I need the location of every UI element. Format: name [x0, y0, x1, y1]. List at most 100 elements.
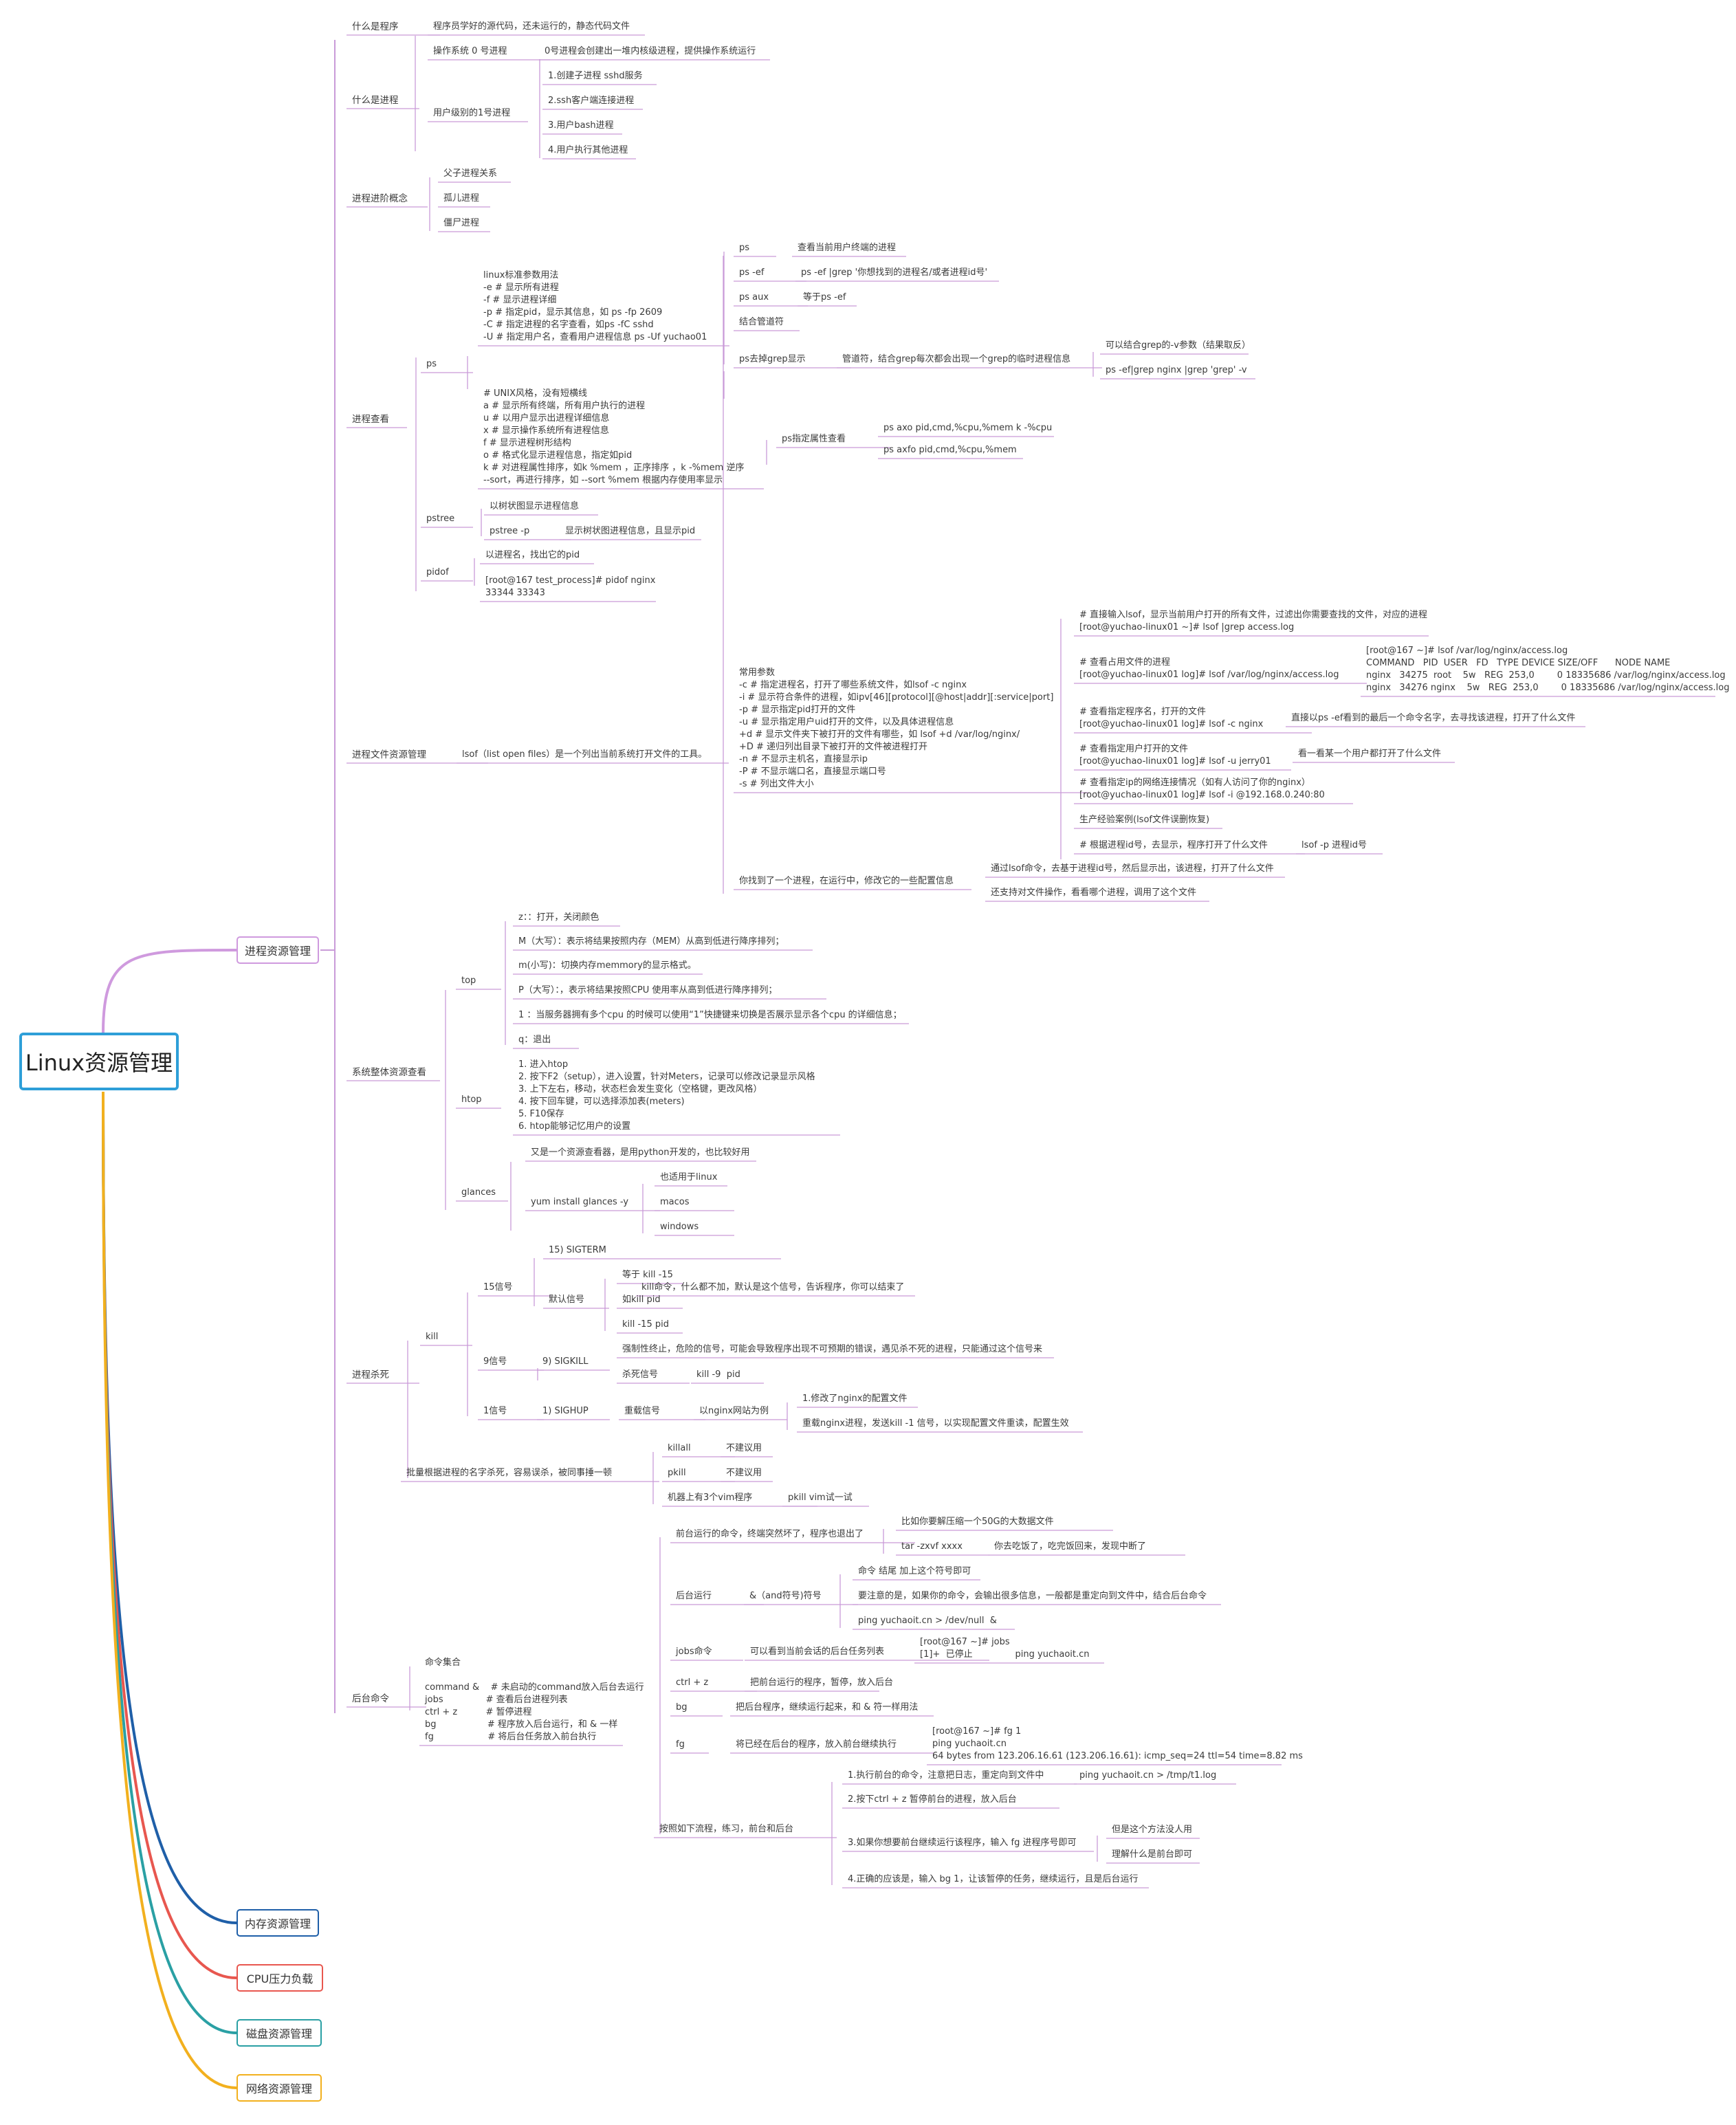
topic-node[interactable]: pidof [426, 567, 449, 577]
topic-node[interactable]: 按照如下流程，练习，前台和后台 [659, 1824, 794, 1834]
topic-node[interactable]: 还支持对文件操作，看看哪个进程，调用了这个文件 [991, 888, 1197, 898]
topic-node[interactable]: 15信号 [483, 1282, 513, 1292]
topic-node[interactable]: 命令集合 command & # 未启动的command放入后台去运行 jobs… [425, 1658, 644, 1742]
topic-node[interactable]: 结合管道符 [739, 317, 784, 327]
topic-node[interactable]: 0号进程会创建出一堆内核级进程，提供操作系统运行 [545, 46, 756, 56]
topic-node[interactable]: 后台命令 [352, 1693, 389, 1704]
topic-node[interactable]: ps指定属性查看 [782, 434, 846, 444]
topic-node[interactable]: 要注意的是，如果你的命令，会输出很多信息，一般都是重定向到文件中，结合后台命令 [858, 1591, 1207, 1601]
topic-node[interactable]: 生产经验案例(lsof文件误删恢复) [1079, 815, 1210, 825]
topic-node[interactable]: 15) SIGTERM [549, 1245, 606, 1255]
topic-node[interactable]: ping yuchaoit.cn > /tmp/t1.log [1079, 1770, 1217, 1781]
topic-node[interactable]: # 查看占用文件的进程 [root@yuchao-linux01 log]# l… [1079, 657, 1339, 680]
topic-node[interactable]: tar -zxvf xxxx [901, 1541, 963, 1552]
topic-node[interactable]: 系统整体资源查看 [352, 1067, 426, 1078]
topic-node[interactable]: 命令 结尾 加上这个符号即可 [858, 1566, 971, 1576]
topic-node[interactable]: 把前台运行的程序，暂停，放入后台 [750, 1677, 894, 1688]
topic-node[interactable]: 4.用户执行其他进程 [548, 145, 628, 155]
topic-node[interactable]: pstree [426, 514, 455, 524]
topic-node[interactable]: 将已经在后台的程序，放入前台继续执行 [736, 1739, 897, 1750]
topic-node[interactable]: ps axo pid,cmd,%cpu,%mem k -%cpu [883, 423, 1053, 433]
root-topic[interactable]: Linux资源管理 [19, 1033, 179, 1090]
topic-node[interactable]: 1) SIGHUP [542, 1406, 589, 1416]
topic-node[interactable]: # 查看指定程序名，打开的文件 [root@yuchao-linux01 log… [1079, 707, 1264, 729]
topic-node[interactable]: kill命令，什么都不加，默认是这个信号，告诉程序，你可以结束了 [641, 1282, 905, 1292]
topic-node[interactable]: 父子进程关系 [443, 168, 498, 179]
topic-node[interactable]: jobs命令 [676, 1647, 712, 1657]
topic-node[interactable]: 9) SIGKILL [542, 1356, 589, 1367]
topic-node[interactable]: kill [426, 1332, 439, 1342]
topic-node[interactable]: fg [676, 1739, 685, 1750]
topic-node[interactable]: ps去掉grep显示 [739, 354, 806, 364]
topic-node[interactable]: 操作系统 0 号进程 [433, 46, 507, 56]
topic-node[interactable]: 直接以ps -ef看到的最后一个命令名字，去寻找该进程，打开了什么文件 [1291, 713, 1576, 723]
topic-node[interactable]: glances [461, 1187, 496, 1198]
topic-node[interactable]: ps -ef|grep nginx |grep 'grep' -v [1106, 365, 1247, 375]
topic-node[interactable]: pstree -p [490, 526, 530, 536]
topic-node[interactable]: 以进程名，找出它的pid [485, 550, 580, 560]
topic-node[interactable]: htop [461, 1094, 482, 1105]
topic-node[interactable]: 孤儿进程 [443, 193, 480, 203]
topic-node[interactable]: 1.修改了nginx的配置文件 [802, 1394, 908, 1404]
topic-node[interactable]: [root@167 test_process]# pidof nginx 333… [485, 575, 656, 598]
topic-node[interactable]: 1信号 [483, 1406, 507, 1416]
topic-node[interactable]: M（大写）：表示将结果按照内存（MEM）从高到低进行降序排列； [518, 936, 784, 947]
topic-node[interactable]: ps [426, 359, 437, 369]
topic-node[interactable]: 管道符，结合grep每次都会出现一个grep的临时进程信息 [842, 354, 1071, 364]
topic-node[interactable]: 通过lsof命令，去基于进程id号，然后显示出，该进程，打开了什么文件 [991, 863, 1274, 874]
box-network-management[interactable]: 网络资源管理 [237, 2074, 322, 2102]
topic-node[interactable]: 1. 进入htop 2. 按下F2（setup），进入设置，针对Meters，记… [518, 1059, 815, 1132]
topic-node[interactable]: 9信号 [483, 1356, 507, 1367]
topic-node[interactable]: 僵尸进程 [443, 218, 480, 228]
topic-node[interactable]: 看一看某一个用户都打开了什么文件 [1298, 749, 1442, 759]
topic-node[interactable]: kill -9 pid [696, 1369, 740, 1380]
topic-node[interactable]: macos [660, 1197, 690, 1207]
box-memory-management[interactable]: 内存资源管理 [237, 1909, 319, 1937]
topic-node[interactable]: 批量根据进程的名字杀死，容易误杀，被同事捶一顿 [406, 1468, 613, 1478]
topic-node[interactable]: lsof -p 进程id号 [1301, 840, 1367, 850]
topic-node[interactable]: 进程查看 [352, 414, 389, 425]
topic-node[interactable]: 2.按下ctrl + z 暂停前台的进程，放入后台 [848, 1794, 1017, 1805]
topic-node[interactable]: 你找到了一个进程，在运行中，修改它的一些配置信息 [739, 876, 954, 886]
topic-node[interactable]: ping yuchaoit.cn > /dev/null & [858, 1616, 997, 1626]
topic-node[interactable]: 把后台程序，继续运行起来，和 & 符一样用法 [736, 1702, 919, 1713]
box-cpu-load[interactable]: CPU压力负载 [237, 1964, 323, 1992]
topic-node[interactable]: ps -ef |grep '你想找到的进程名/或者进程id号' [801, 267, 988, 278]
topic-node[interactable]: 你去吃饭了，吃完饭回来，发现中断了 [994, 1541, 1147, 1552]
topic-node[interactable]: 常用参数 -c # 指定进程名，打开了哪些系统文件，如lsof -c nginx… [739, 668, 1054, 789]
topic-node[interactable]: m(小写)：切换内存memmory的显示格式。 [518, 960, 696, 971]
topic-node[interactable]: 1 ：当服务器拥有多个cpu 的时候可以使用“1”快捷键来切换是否展示显示各个c… [518, 1010, 902, 1020]
topic-node[interactable]: 不建议用 [726, 1468, 762, 1478]
topic-node[interactable]: ps -ef [739, 267, 765, 278]
topic-node[interactable]: 可以结合grep的-v参数（结果取反） [1106, 340, 1251, 351]
topic-node[interactable]: 程序员学好的源代码，还未运行的，静态代码文件 [433, 21, 630, 32]
topic-node[interactable]: 显示树状图进程信息，且显示pid [565, 526, 696, 536]
topic-node[interactable]: 理解什么是前台即可 [1112, 1849, 1193, 1860]
topic-node[interactable]: kill -15 pid [622, 1319, 669, 1330]
topic-node[interactable]: 机器上有3个vim程序 [668, 1493, 753, 1503]
topic-node[interactable]: 等于ps -ef [803, 292, 846, 302]
topic-node[interactable]: ps aux [739, 292, 769, 302]
topic-node[interactable]: q：退出 [518, 1035, 551, 1045]
topic-node[interactable]: 4.正确的应该是，输入 bg 1，让该暂停的任务，继续运行，且是后台运行 [848, 1874, 1139, 1884]
topic-node[interactable]: 什么是程序 [352, 21, 399, 32]
topic-node[interactable]: 2.ssh客户端连接进程 [548, 96, 635, 106]
topic-node[interactable]: 1.执行前台的命令，注意把日志，重定向到文件中 [848, 1770, 1044, 1781]
topic-node[interactable]: 后台运行 [676, 1591, 712, 1601]
topic-node[interactable]: ps [739, 243, 750, 253]
topic-node[interactable]: z：：打开，关闭颜色 [518, 912, 600, 923]
topic-node[interactable]: 杀死信号 [622, 1369, 659, 1380]
topic-node[interactable]: &（and符号)符号 [749, 1591, 822, 1601]
topic-node[interactable]: 如kill pid [622, 1295, 661, 1305]
topic-node[interactable]: 强制性终止，危险的信号，可能会导致程序出现不可预期的错误，遇见杀不死的进程，只能… [622, 1344, 1043, 1354]
topic-node[interactable]: 进程杀死 [352, 1369, 389, 1380]
topic-node[interactable]: 比如你要解压缩一个50G的大数据文件 [901, 1517, 1054, 1527]
topic-node[interactable]: # 查看指定用户打开的文件 [root@yuchao-linux01 log]#… [1079, 744, 1271, 767]
topic-node[interactable]: 用户级别的1号进程 [433, 108, 511, 118]
topic-node[interactable]: 又是一个资源查看器，是用python开发的，也比较好用 [531, 1147, 750, 1158]
topic-node[interactable]: 进程进阶概念 [352, 193, 408, 204]
topic-node[interactable]: # 根据进程id号，去显示，程序打开了什么文件 [1079, 840, 1268, 850]
topic-node[interactable]: [root@167 ~]# lsof /var/log/nginx/access… [1366, 646, 1730, 693]
topic-node[interactable]: 以nginx网站为例 [699, 1406, 769, 1416]
topic-node[interactable]: 什么是进程 [352, 95, 399, 106]
